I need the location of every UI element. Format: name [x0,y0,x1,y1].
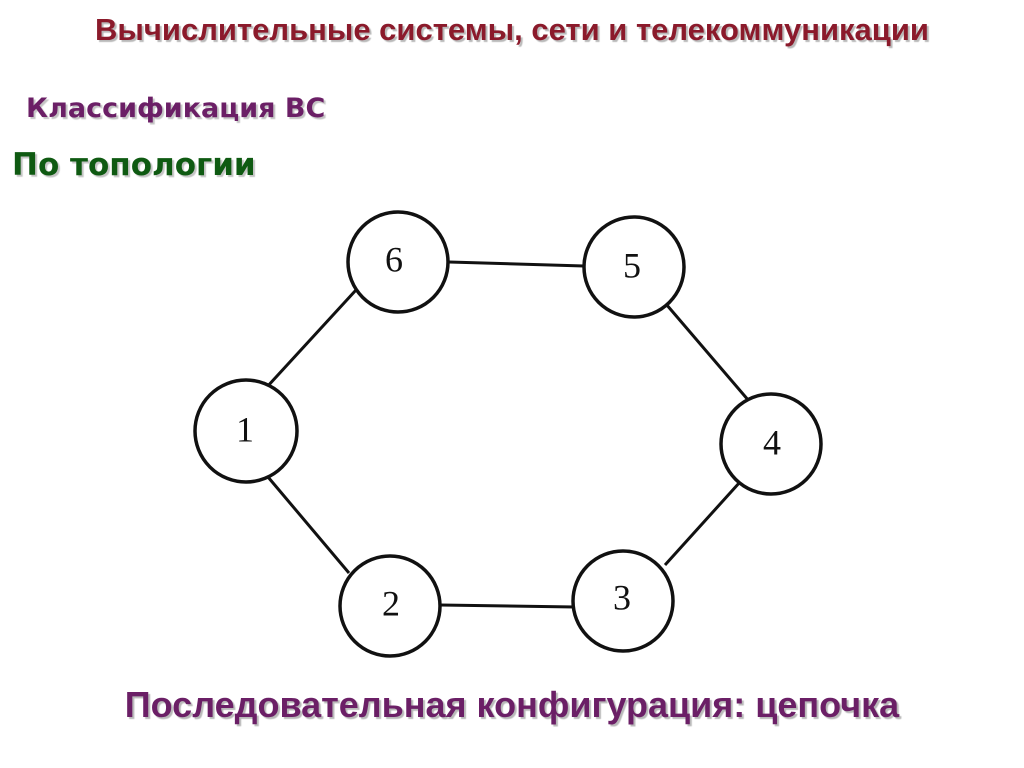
node-label: 6 [385,239,403,279]
network-node-6: 6 [346,210,450,314]
node-label: 4 [763,422,781,462]
edge-4-3 [663,480,742,567]
edge-1-6 [264,288,358,390]
slide-subtitle: Классификация ВС [26,93,326,124]
network-node-4: 4 [719,392,823,496]
node-label: 3 [613,577,631,617]
section-heading: По топологии [12,147,256,183]
edge-6-5 [448,260,585,268]
network-node-1: 1 [193,378,299,484]
edge-3-2 [439,603,576,609]
diagram-edges [264,260,751,609]
network-node-3: 3 [571,549,675,653]
node-label: 1 [236,409,254,449]
node-label: 2 [382,583,400,623]
slide-title: Вычислительные системы, сети и телекомму… [95,12,929,47]
network-node-2: 2 [338,554,442,658]
network-node-5: 5 [582,215,686,319]
node-label: 5 [623,245,641,285]
diagram-caption: Последовательная конфигурация: цепочка [124,684,900,725]
edge-5-4 [664,303,751,402]
edge-2-1 [266,476,351,574]
